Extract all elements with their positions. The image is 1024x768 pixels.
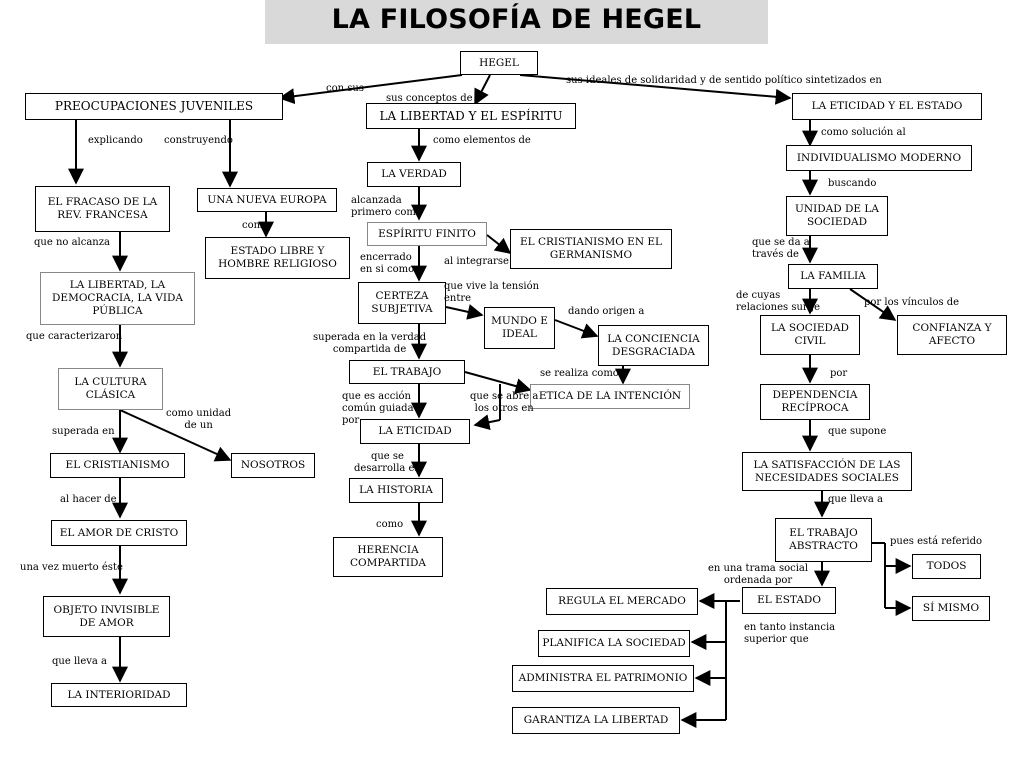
node-si-mismo: SÍ MISMO [912, 596, 990, 621]
label-sus-conceptos: sus conceptos de [386, 93, 473, 104]
label-que-supone: que supone [828, 426, 887, 437]
label-explicando: explicando [88, 135, 143, 146]
diagram-title: LA FILOSOFÍA DE HEGEL [331, 4, 702, 35]
node-administra-patrimonio: ADMINISTRA EL PATRIMONIO [512, 665, 694, 692]
label-de-cuyas: de cuyas relaciones surge [736, 290, 821, 313]
node-hegel: HEGEL [460, 51, 538, 75]
node-preocupaciones-juveniles: PREOCUPACIONES JUVENILES [25, 93, 283, 120]
label-que-caracterizaron: que caracterizaron [26, 331, 123, 342]
label-que-se-abre: que se abre a los otros en [470, 391, 539, 414]
label-superada-en: superada en [52, 426, 115, 437]
node-todos: TODOS [912, 554, 981, 579]
node-etica-intencion: ETICA DE LA INTENCIÓN [530, 384, 690, 409]
label-que-se-da: que se da a través de [752, 237, 810, 260]
node-estado-libre: ESTADO LIBRE Y HOMBRE RELIGIOSO [205, 237, 350, 279]
label-buscando: buscando [828, 178, 877, 189]
label-al-hacer-de: al hacer de [60, 494, 117, 505]
node-el-estado: EL ESTADO [742, 587, 836, 614]
node-garantiza-libertad: GARANTIZA LA LIBERTAD [512, 707, 680, 734]
label-se-realiza: se realiza como [540, 368, 619, 379]
node-objeto-invisible: OBJETO INVISIBLE DE AMOR [43, 596, 170, 637]
node-mundo-ideal: MUNDO E IDEAL [484, 307, 555, 349]
label-al-integrarse: al integrarse [444, 256, 509, 267]
label-construyendo: construyendo [164, 135, 233, 146]
node-el-trabajo: EL TRABAJO [349, 360, 465, 384]
label-una-vez-muerto: una vez muerto éste [20, 562, 123, 573]
node-dependencia-reciproca: DEPENDENCIA RECÍPROCA [760, 384, 870, 420]
label-que-lleva-a-left: que lleva a [52, 656, 108, 667]
node-planifica-sociedad: PLANIFICA LA SOCIEDAD [538, 630, 690, 657]
title-banner: LA FILOSOFÍA DE HEGEL [265, 0, 768, 44]
label-que-se-desarrolla: que se desarrolla en [354, 451, 421, 474]
node-la-historia: LA HISTORIA [349, 478, 443, 503]
label-como-historia: como [376, 519, 404, 530]
label-trama-social: en una trama social ordenada por [708, 563, 809, 586]
label-encerrado: encerrado en si como [360, 252, 415, 275]
label-como-solucion: como solución al [821, 127, 906, 138]
node-trabajo-abstracto: EL TRABAJO ABSTRACTO [775, 518, 872, 562]
label-que-lleva-a-right: que lleva a [828, 494, 884, 505]
node-libertad-espiritu: LA LIBERTAD Y EL ESPÍRITU [366, 103, 576, 129]
label-alcanzada: alcanzada primero como [351, 195, 422, 218]
label-pues-esta: pues está referido [890, 536, 982, 547]
node-individualismo-moderno: INDIVIDUALISMO MODERNO [786, 145, 972, 171]
node-cristianismo: EL CRISTIANISMO [50, 453, 185, 478]
label-por-vinculos: por los vínculos de [864, 297, 960, 308]
label-como-elementos: como elementos de [433, 135, 531, 146]
node-sociedad-civil: LA SOCIEDAD CIVIL [760, 315, 860, 355]
label-como-estado-libre: como [242, 220, 270, 231]
node-cristianismo-germanismo: EL CRISTIANISMO EN EL GERMANISMO [510, 229, 672, 269]
label-instancia: en tanto instancia superior que [744, 622, 836, 645]
label-superada-verdad: superada en la verdad compartida de [313, 332, 427, 355]
node-espiritu-finito: ESPÍRITU FINITO [367, 222, 487, 246]
label-dando-origen: dando origen a [568, 306, 645, 317]
label-como-unidad: como unidad de un [166, 408, 232, 431]
label-que-vive: que vive la tensión entre [444, 281, 540, 304]
node-eticidad-estado: LA ETICIDAD Y EL ESTADO [792, 93, 982, 120]
label-con-sus: con sus [326, 83, 364, 94]
label-que-es-accion: que es acción común guiada por [342, 391, 414, 426]
node-la-eticidad: LA ETICIDAD [360, 419, 470, 444]
label-por: por [830, 368, 848, 379]
node-cultura-clasica: LA CULTURA CLÁSICA [58, 368, 163, 410]
node-satisfaccion-necesidades: LA SATISFACCIÓN DE LAS NECESIDADES SOCIA… [742, 452, 912, 491]
node-certeza-subjetiva: CERTEZA SUBJETIVA [358, 282, 446, 324]
node-nueva-europa: UNA NUEVA EUROPA [197, 188, 337, 212]
node-herencia-compartida: HERENCIA COMPARTIDA [333, 537, 443, 577]
node-interioridad: LA INTERIORIDAD [51, 683, 187, 707]
node-regula-mercado: REGULA EL MERCADO [546, 588, 698, 615]
node-fracaso-rev-francesa: EL FRACASO DE LA REV. FRANCESA [35, 186, 170, 232]
node-conciencia-desgraciada: LA CONCIENCIA DESGRACIADA [598, 325, 709, 366]
node-amor-de-cristo: EL AMOR DE CRISTO [51, 520, 187, 546]
node-confianza-afecto: CONFIANZA Y AFECTO [897, 315, 1007, 355]
label-sus-ideales: sus ideales de solidaridad y de sentido … [566, 75, 882, 86]
node-la-familia: LA FAMILIA [788, 264, 878, 289]
node-unidad-sociedad: UNIDAD DE LA SOCIEDAD [786, 196, 888, 236]
node-la-verdad: LA VERDAD [367, 162, 461, 187]
node-nosotros: NOSOTROS [231, 453, 315, 478]
label-que-no-alcanza: que no alcanza [34, 237, 110, 248]
node-libertad-democracia: LA LIBERTAD, LA DEMOCRACIA, LA VIDA PÚBL… [40, 272, 195, 325]
